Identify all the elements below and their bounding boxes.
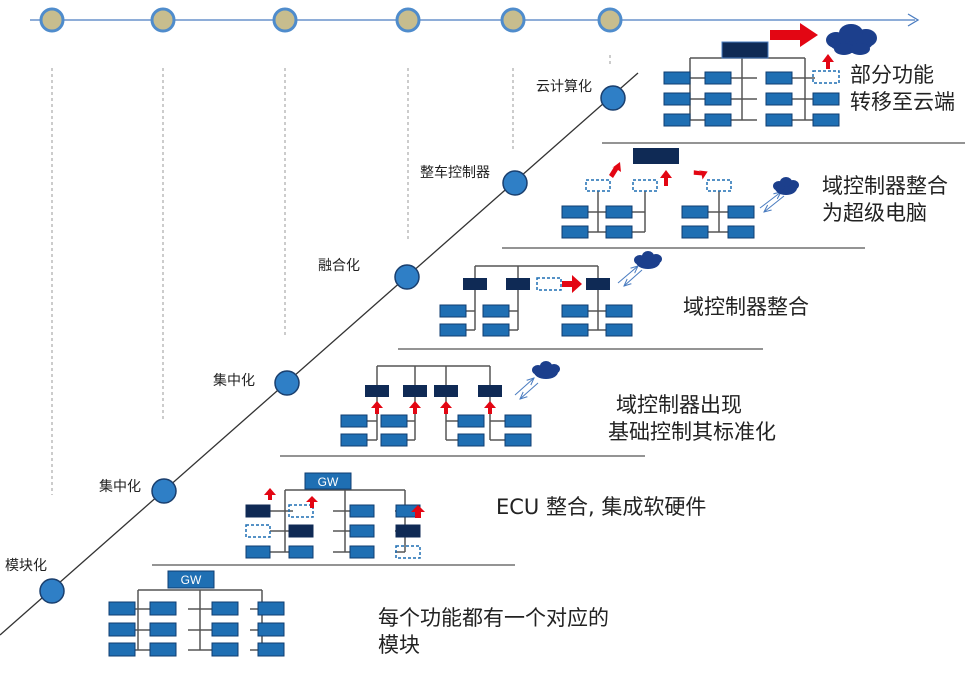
description-line: 域控制器出现 [616, 393, 742, 417]
cloud-icon [532, 361, 560, 379]
description-line: 部分功能 [850, 63, 934, 87]
vertical-guides [51, 55, 611, 495]
stage-node-modular [39, 578, 65, 604]
stage3-network [340, 361, 560, 447]
stage5-network [561, 148, 799, 239]
cloud-icon [773, 177, 799, 195]
stage2-network: GW [245, 472, 425, 559]
timeline-node [395, 7, 421, 33]
description-stage2: ECU 整合, 集成软硬件 [496, 494, 706, 521]
stage-label-cloud: 云计算化 [536, 79, 592, 95]
stage1-network: GW [108, 570, 285, 657]
description-stage6: 部分功能 转移至云端 [850, 62, 955, 116]
description-stage1: 每个功能都有一个对应的 模块 [378, 605, 609, 659]
description-line: 每个功能都有一个对应的 [378, 606, 609, 630]
description-line: 模块 [378, 633, 420, 657]
gateway-label: GW [181, 573, 202, 587]
description-stage5: 域控制器整合 为超级电脑 [822, 173, 948, 227]
stage-label-modular: 模块化 [5, 558, 47, 574]
top-timeline [30, 7, 920, 33]
stage-node-vehicle-controller [502, 170, 528, 196]
step-lines [152, 142, 965, 566]
stage-node-fusion [394, 264, 420, 290]
stage-label-centralized-1: 集中化 [99, 479, 141, 495]
timeline-node [272, 7, 298, 33]
timeline-node [500, 7, 526, 33]
cloud-icon [634, 251, 662, 269]
gateway-box [304, 472, 352, 490]
timeline-node [150, 7, 176, 33]
cloud-icon [826, 24, 877, 55]
stage-label-vehicle-controller: 整车控制器 [420, 165, 490, 181]
description-line: 域控制器整合 [683, 295, 809, 319]
diagonal-timeline [0, 72, 639, 636]
description-line: 基础控制其标准化 [608, 420, 776, 444]
stage-label-centralized-2: 集中化 [213, 373, 255, 389]
description-line: 转移至云端 [850, 90, 955, 114]
timeline-node [39, 7, 65, 33]
description-line: 为超级电脑 [822, 201, 927, 225]
stage-node-centralized-1 [151, 478, 177, 504]
description-stage4: 域控制器整合 [683, 294, 809, 321]
stage-node-cloud [600, 85, 626, 111]
gateway-box [167, 570, 215, 589]
stage-label-fusion: 融合化 [318, 258, 360, 274]
description-line: ECU 整合, 集成软硬件 [496, 495, 707, 519]
stage4-network [439, 251, 662, 337]
gateway-label: GW [318, 475, 339, 489]
timeline-node [597, 7, 623, 33]
description-line: 域控制器整合 [822, 174, 948, 198]
stage-node-centralized-2 [274, 370, 300, 396]
stage6-network [663, 23, 877, 127]
description-stage3: 域控制器出现 基础控制其标准化 [608, 392, 776, 446]
